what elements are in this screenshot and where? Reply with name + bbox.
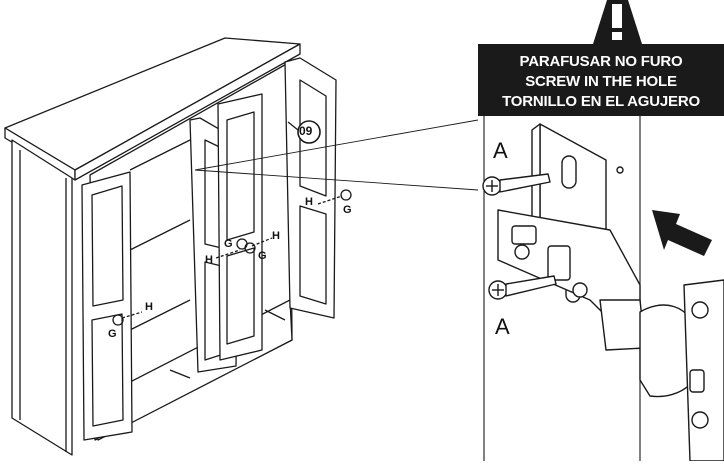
- hinge-label: H: [272, 230, 280, 242]
- knob-icon: [244, 242, 256, 254]
- door-left: [81, 171, 133, 441]
- cabinet-side: [11, 139, 73, 456]
- knob-icon: [112, 314, 124, 326]
- hinge-label: H: [305, 196, 313, 208]
- hinge-cup: [639, 279, 724, 462]
- door-center-right: [217, 93, 263, 361]
- door-right: [284, 57, 337, 319]
- step-number-badge: [297, 120, 321, 144]
- hinge-label: H: [145, 301, 153, 313]
- step-number: 09: [299, 124, 313, 138]
- arrow-icon: [652, 210, 712, 256]
- hinge-arm: [497, 209, 646, 351]
- knob-icon: [340, 189, 352, 201]
- knob-label: G: [258, 250, 267, 262]
- warning-line-pt: PARAFUSAR NO FURO: [519, 53, 683, 70]
- screw-icon: [482, 173, 551, 196]
- warning-line-en: SCREW IN THE HOLE: [525, 73, 677, 90]
- knob-label: G: [343, 204, 352, 216]
- knob-label: G: [224, 238, 233, 250]
- knob-label: G: [108, 328, 117, 340]
- hinge-label: H: [205, 254, 213, 266]
- screw-icon: [488, 275, 557, 300]
- screw-label-a-top: A: [493, 138, 508, 163]
- exclamation-triangle-icon: [593, 0, 642, 44]
- warning-line-es: TORNILLO EN EL AGUJERO: [502, 93, 700, 110]
- warning-banner: PARAFUSAR NO FURO SCREW IN THE HOLE TORN…: [478, 44, 724, 116]
- screw-label-a-bottom: A: [495, 314, 510, 339]
